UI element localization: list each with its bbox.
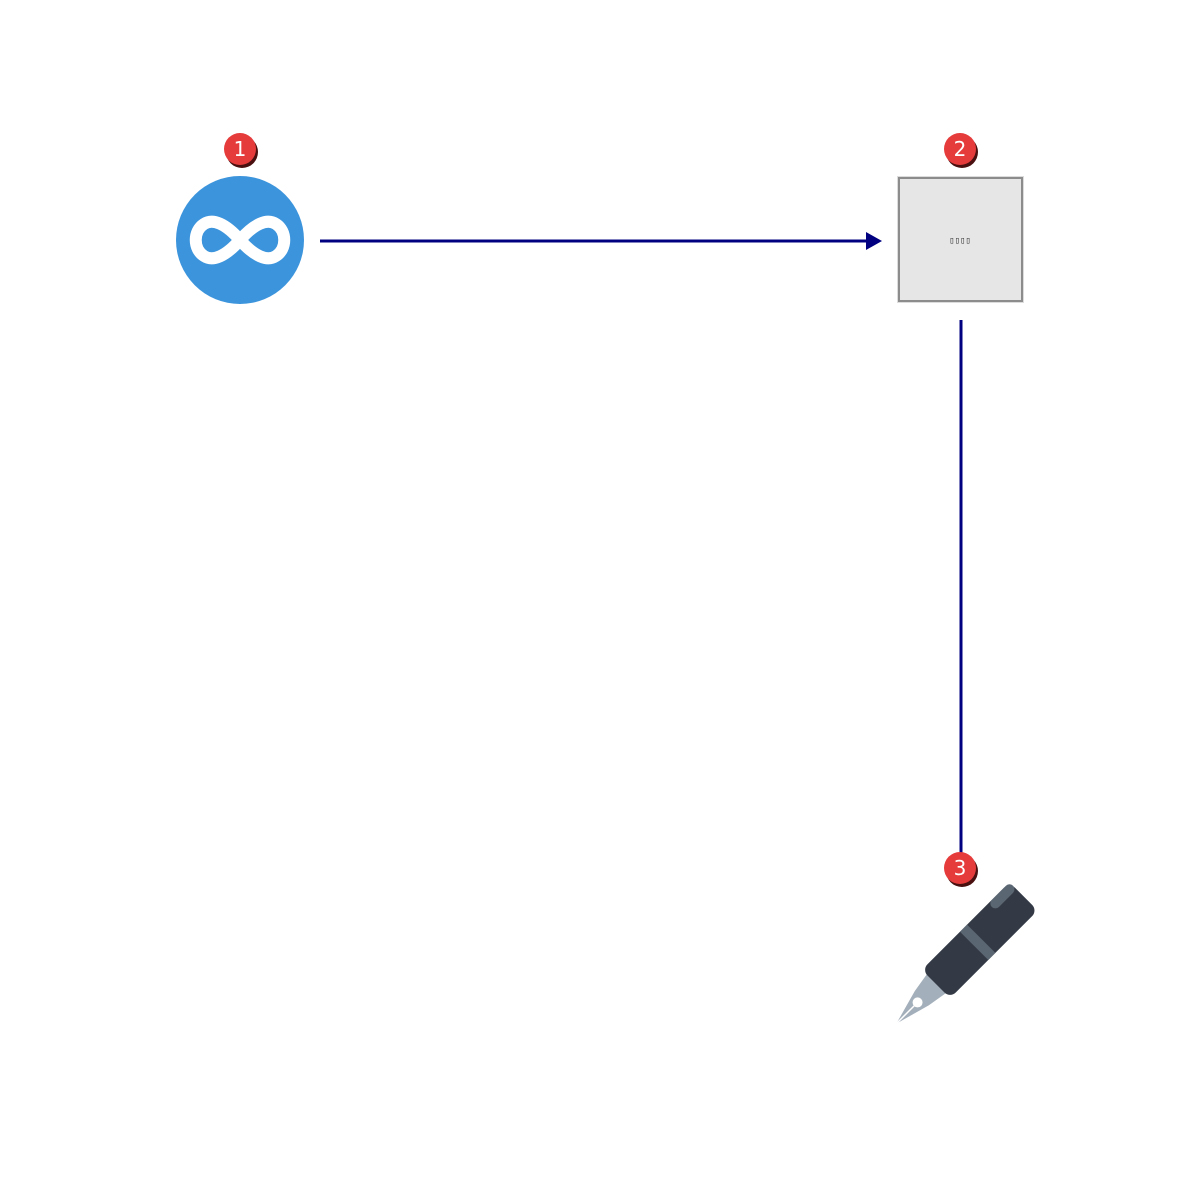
infinity-icon bbox=[189, 215, 291, 265]
pen-band bbox=[960, 924, 996, 960]
badge-circle bbox=[944, 133, 976, 165]
arrowhead-icon bbox=[866, 232, 882, 250]
badge-circle bbox=[224, 133, 256, 165]
fountain-pen-icon bbox=[895, 884, 1035, 1025]
badge-number: 3 bbox=[954, 856, 967, 880]
badge-number: 1 bbox=[234, 137, 247, 161]
generic-box-icon bbox=[898, 177, 1023, 302]
badge-circle bbox=[944, 852, 976, 884]
pen-nib-slit bbox=[895, 1004, 916, 1025]
pen-cap-highlight bbox=[990, 884, 1015, 909]
badge-number: 2 bbox=[954, 137, 967, 161]
node-1[interactable] bbox=[176, 176, 304, 304]
pen-nib-hole bbox=[912, 997, 923, 1008]
box-label: ▯▯▯▯ bbox=[949, 236, 971, 246]
node-3[interactable] bbox=[882, 882, 1038, 1038]
badge-1: 1 bbox=[224, 133, 258, 168]
node-2[interactable]: ▯▯▯▯ bbox=[897, 176, 1024, 303]
badge-2: 2 bbox=[944, 133, 978, 168]
badge-3: 3 bbox=[944, 852, 978, 887]
edge-1-to-2 bbox=[320, 232, 882, 250]
